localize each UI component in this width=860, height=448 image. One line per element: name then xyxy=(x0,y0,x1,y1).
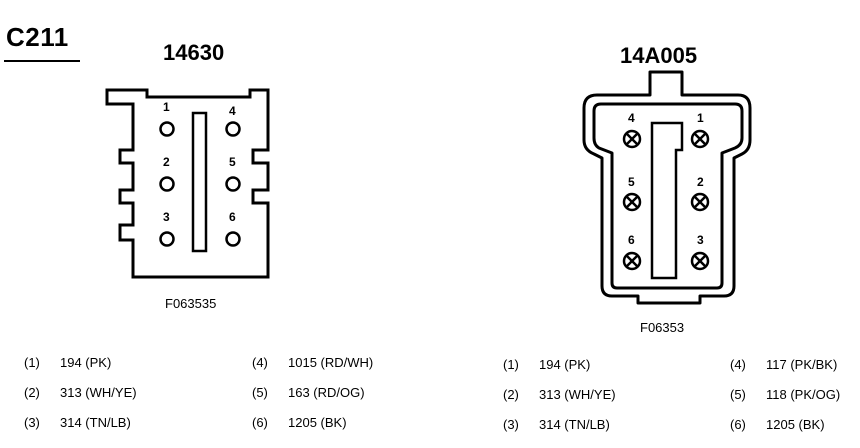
legend-pin-number: (5) xyxy=(252,385,268,400)
right-part-number: 14A005 xyxy=(620,43,698,68)
legend-pin-number: (2) xyxy=(503,387,519,402)
legend-pin-number: (6) xyxy=(730,417,746,432)
left-pin-number: 3 xyxy=(163,210,170,224)
legend-wire: 194 (PK) xyxy=(539,357,591,372)
right-pin-6-terminal xyxy=(622,251,642,271)
left-pin-number: 6 xyxy=(229,210,236,224)
left-connector-body xyxy=(105,88,270,279)
connector-id-underline xyxy=(4,60,80,62)
legend-wire: 117 (PK/BK) xyxy=(766,357,838,372)
right-pin-2-terminal xyxy=(690,192,710,212)
left-pin-holes xyxy=(159,121,241,247)
left-pin-4-hole xyxy=(225,121,241,137)
legend-wire: 313 (WH/YE) xyxy=(60,385,137,400)
right-pin-number: 5 xyxy=(628,175,635,189)
left-pin-6-hole xyxy=(225,231,241,247)
right-pin-4-terminal xyxy=(622,129,642,149)
left-pin-number: 1 xyxy=(163,100,170,114)
legend-pin-number: (4) xyxy=(252,355,268,370)
legend-wire: 118 (PK/OG) xyxy=(766,387,841,402)
left-pin-number: 4 xyxy=(229,104,236,118)
legend-wire: 314 (TN/LB) xyxy=(60,415,131,430)
legend-pin-number: (6) xyxy=(252,415,268,430)
left-pin-number: 5 xyxy=(229,155,236,169)
left-pin-5-hole xyxy=(225,176,241,192)
legend-pin-number: (1) xyxy=(24,355,40,370)
legend-wire: 1205 (BK) xyxy=(288,415,347,430)
right-connector-body xyxy=(582,70,752,305)
right-pin-terminals xyxy=(622,129,710,271)
right-center-key xyxy=(650,121,684,280)
right-pin-5-terminal xyxy=(622,192,642,212)
left-part-number: 14630 xyxy=(163,40,225,65)
legend-pin-number: (5) xyxy=(730,387,746,402)
legend-wire: 163 (RD/OG) xyxy=(288,385,365,400)
left-pin-number: 2 xyxy=(163,155,170,169)
legend-pin-number: (4) xyxy=(730,357,746,372)
legend-wire: 194 (PK) xyxy=(60,355,112,370)
left-pin-2-hole xyxy=(159,176,175,192)
left-figure-code: F063535 xyxy=(165,296,217,311)
right-figure-code: F06353 xyxy=(640,320,685,335)
right-pin-number: 2 xyxy=(697,175,704,189)
left-center-key xyxy=(191,111,208,253)
left-pin-3-hole xyxy=(159,231,175,247)
right-pin-1-terminal xyxy=(690,129,710,149)
right-pin-number: 4 xyxy=(628,111,635,125)
legend-pin-number: (3) xyxy=(503,417,519,432)
legend-wire: 314 (TN/LB) xyxy=(539,417,610,432)
legend-pin-number: (2) xyxy=(24,385,40,400)
legend-wire: 1205 (BK) xyxy=(766,417,825,432)
right-pin-number: 3 xyxy=(697,233,704,247)
legend-pin-number: (1) xyxy=(503,357,519,372)
right-pin-number: 1 xyxy=(697,111,704,125)
left-pin-1-hole xyxy=(159,121,175,137)
connector-id: C211 xyxy=(6,22,69,52)
right-pin-3-terminal xyxy=(690,251,710,271)
legend-pin-number: (3) xyxy=(24,415,40,430)
legend-wire: 313 (WH/YE) xyxy=(539,387,616,402)
right-pin-number: 6 xyxy=(628,233,635,247)
legend-wire: 1015 (RD/WH) xyxy=(288,355,374,370)
